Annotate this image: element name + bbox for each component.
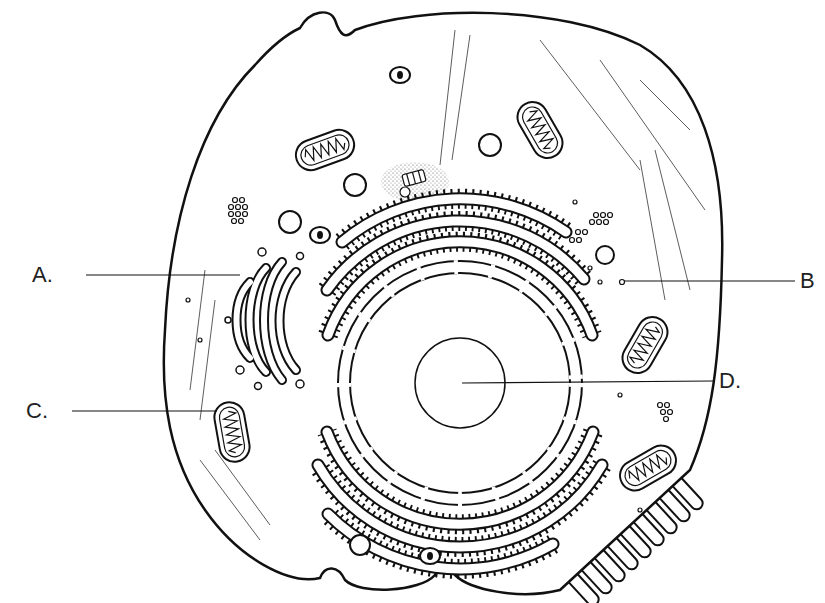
nucleus	[338, 261, 582, 505]
rough-er	[318, 199, 602, 569]
free-ribosomes	[601, 213, 606, 218]
free-ribosomes	[588, 266, 592, 270]
mitochondria	[617, 312, 673, 379]
free-ribosomes	[239, 219, 244, 224]
free-ribosomes	[229, 212, 234, 217]
free-ribosomes	[620, 280, 625, 285]
golgi-vesicles	[296, 380, 304, 388]
golgi-vesicles	[255, 383, 262, 390]
leader-lines	[624, 280, 795, 281]
cytoskeleton	[600, 60, 705, 210]
free-ribosomes	[232, 219, 237, 224]
free-ribosomes	[638, 508, 642, 512]
mitochondria	[212, 400, 252, 464]
centrosome	[407, 174, 410, 186]
free-ribosomes	[583, 230, 588, 235]
free-ribosomes	[598, 280, 602, 284]
vesicles	[279, 211, 301, 233]
free-ribosomes	[198, 338, 202, 342]
free-ribosomes	[233, 198, 238, 203]
free-ribosomes	[240, 198, 245, 203]
centrosome	[418, 171, 421, 183]
centrosome	[400, 187, 410, 197]
free-ribosomes	[243, 212, 248, 217]
free-ribosomes	[576, 230, 581, 235]
leader-lines	[86, 274, 240, 275]
cytoskeleton	[452, 35, 470, 160]
free-ribosomes	[665, 403, 670, 408]
cytoskeleton	[640, 160, 665, 300]
free-ribosomes	[608, 213, 613, 218]
centrosome	[402, 169, 426, 186]
free-ribosomes	[236, 212, 241, 217]
vesicles	[279, 134, 614, 555]
free-ribosomes	[186, 298, 190, 302]
golgi-vesicles	[225, 248, 304, 390]
part-label: C.	[26, 398, 48, 424]
vesicles	[479, 134, 501, 156]
golgi-apparatus	[237, 262, 297, 380]
free-ribosomes	[590, 220, 595, 225]
cytoskeleton	[440, 30, 455, 165]
part-label: B	[800, 268, 815, 294]
golgi-apparatus	[237, 262, 297, 380]
rough-er	[318, 199, 602, 569]
lysosomes	[397, 71, 403, 79]
cytoskeleton	[640, 80, 690, 130]
nucleus	[344, 267, 576, 499]
cytoskeleton	[190, 270, 205, 390]
lysosomes	[310, 227, 330, 243]
free-ribosomes	[573, 200, 577, 204]
free-ribosomes	[661, 410, 666, 415]
free-ribosomes	[577, 238, 582, 243]
free-ribosomes	[618, 393, 622, 397]
free-ribosomes	[186, 198, 673, 513]
free-ribosomes	[658, 403, 663, 408]
mitochondria	[512, 97, 568, 164]
mitochondria	[292, 126, 359, 175]
centrosome	[412, 172, 415, 184]
free-ribosomes	[570, 238, 575, 243]
mitochondria	[615, 440, 682, 496]
vesicles	[596, 246, 614, 264]
cytoskeleton	[655, 150, 690, 290]
free-ribosomes	[236, 205, 241, 210]
rough-er	[318, 199, 602, 569]
cytoskeleton	[200, 300, 215, 420]
lysosomes	[420, 548, 440, 564]
cytoskeleton	[200, 460, 260, 540]
free-ribosomes	[604, 220, 609, 225]
vesicles	[344, 174, 366, 196]
part-label: A.	[32, 262, 53, 288]
golgi-vesicles	[297, 253, 304, 260]
leader-lines	[462, 381, 713, 383]
vesicles	[350, 535, 370, 555]
cytoskeleton	[190, 30, 705, 540]
rough-er	[318, 199, 602, 569]
free-ribosomes	[597, 220, 602, 225]
golgi-apparatus	[237, 262, 297, 380]
free-ribosomes	[243, 205, 248, 210]
part-label: D.	[719, 368, 741, 394]
nucleus	[338, 261, 582, 505]
golgi-vesicles	[258, 248, 266, 256]
leader-lines	[72, 410, 217, 411]
cytoskeleton	[215, 450, 270, 525]
free-ribosomes	[664, 417, 669, 422]
lysosomes	[310, 67, 440, 564]
lysosomes	[317, 231, 323, 239]
lysosomes	[427, 552, 433, 560]
golgi-vesicles	[236, 366, 244, 374]
free-ribosomes	[229, 205, 234, 210]
cell-membrane	[164, 12, 722, 594]
golgi-vesicles	[225, 317, 231, 323]
leader-lines	[72, 275, 795, 411]
lysosomes	[390, 67, 410, 83]
free-ribosomes	[594, 213, 599, 218]
free-ribosomes	[668, 410, 673, 415]
mitochondria	[212, 97, 681, 496]
